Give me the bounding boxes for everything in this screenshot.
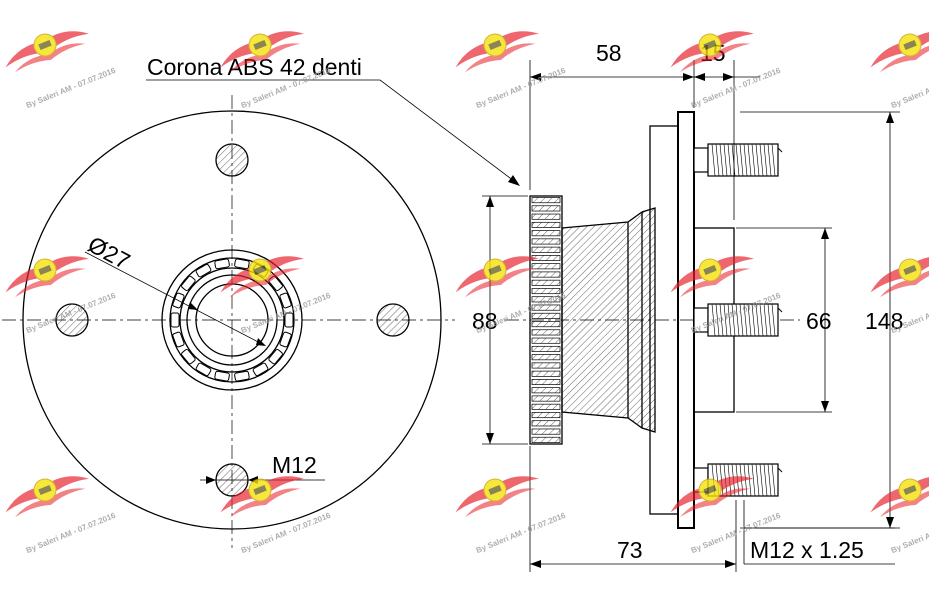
bearing-roller bbox=[172, 331, 185, 348]
abs-tooth bbox=[531, 420, 561, 427]
watermark-text: By Saleri AM - 07.07.2016 bbox=[25, 66, 118, 110]
watermark-logo: By Saleri AM - 07.07.2016 bbox=[448, 462, 568, 555]
dim-73: 73 bbox=[529, 446, 737, 572]
abs-tooth bbox=[531, 296, 561, 303]
abs-tooth bbox=[531, 271, 561, 278]
bore-diameter-label: Ø27 bbox=[84, 231, 135, 274]
abs-tooth bbox=[531, 412, 561, 419]
bearing-cage-outer bbox=[169, 257, 295, 383]
abs-tooth bbox=[531, 345, 561, 352]
dim-58: 58 bbox=[529, 40, 695, 190]
bearing-roller bbox=[279, 331, 292, 348]
stud-holes bbox=[55, 143, 410, 497]
bearing-roller bbox=[181, 349, 196, 365]
dim-66: 66 bbox=[736, 227, 832, 413]
abs-tooth bbox=[531, 288, 561, 295]
hub-collar bbox=[186, 274, 278, 366]
bearing-roller bbox=[195, 362, 212, 377]
front-view: Ø27 M12 bbox=[2, 95, 455, 548]
dim-73-label: 73 bbox=[617, 537, 643, 563]
abs-tooth bbox=[531, 428, 561, 435]
bearing-roller bbox=[214, 258, 230, 270]
dim-58-label: 58 bbox=[596, 40, 622, 66]
wheel-stud bbox=[693, 303, 783, 337]
dim-88-label: 88 bbox=[472, 308, 498, 334]
watermark-text: By Saleri AM - 07.07.2016 bbox=[890, 511, 929, 555]
bearing-roller bbox=[181, 275, 196, 291]
dim-88: 88 bbox=[472, 195, 528, 445]
abs-tooth bbox=[531, 205, 561, 212]
abs-tooth bbox=[531, 312, 561, 319]
wheel-stud bbox=[693, 143, 783, 177]
bearing-roller bbox=[195, 263, 212, 278]
watermark-text: By Saleri AM - 07.07.2016 bbox=[475, 66, 568, 110]
bore-diameter-leader bbox=[84, 251, 263, 345]
bearing-roller bbox=[284, 312, 294, 328]
bearing-roller bbox=[252, 362, 269, 377]
abs-tooth bbox=[531, 230, 561, 237]
watermark-text: By Saleri AM - 07.07.2016 bbox=[240, 511, 333, 555]
watermark-logo: By Saleri AM - 07.07.2016 bbox=[863, 462, 929, 555]
abs-tooth bbox=[531, 246, 561, 253]
thread-spec-callout: M12 x 1.25 bbox=[743, 500, 895, 565]
watermark-text: By Saleri AM - 07.07.2016 bbox=[890, 66, 929, 110]
dim-148-label: 148 bbox=[865, 308, 903, 334]
abs-tooth bbox=[531, 403, 561, 410]
abs-tooth bbox=[531, 279, 561, 286]
stud-hole-top bbox=[215, 143, 249, 177]
dim-148: 148 bbox=[740, 111, 903, 529]
bearing-roller bbox=[234, 258, 250, 270]
watermark-text: By Saleri AM - 07.07.2016 bbox=[475, 511, 568, 555]
bolt-thread-label: M12 bbox=[272, 452, 317, 478]
bearing-cage-inner bbox=[179, 267, 285, 373]
hub-body bbox=[561, 207, 656, 433]
watermark-text: By Saleri AM - 07.07.2016 bbox=[690, 66, 783, 110]
bearing-rollers bbox=[170, 258, 294, 382]
dim-66-label: 66 bbox=[806, 308, 832, 334]
abs-tooth bbox=[531, 321, 561, 328]
stud-hole-right bbox=[376, 303, 410, 337]
abs-tooth bbox=[531, 197, 561, 204]
abs-tooth bbox=[531, 213, 561, 220]
thread-spec-label: M12 x 1.25 bbox=[750, 537, 864, 563]
wheel-studs bbox=[693, 143, 783, 497]
bearing-roller bbox=[279, 292, 292, 309]
abs-tooth bbox=[531, 379, 561, 385]
abs-tooth bbox=[531, 362, 561, 369]
watermark-logo: By Saleri AM - 07.07.2016 bbox=[0, 462, 118, 555]
bearing-roller bbox=[170, 312, 180, 328]
watermark-logo: By Saleri AM - 07.07.2016 bbox=[863, 17, 929, 110]
abs-tooth bbox=[531, 304, 561, 311]
bearing-outer-race bbox=[161, 249, 303, 391]
bearing bbox=[161, 249, 303, 391]
abs-tooth bbox=[531, 354, 561, 361]
abs-tooth bbox=[531, 436, 561, 443]
abs-tooth bbox=[531, 263, 561, 270]
bearing-roller bbox=[214, 370, 230, 382]
stud-hole-left bbox=[55, 303, 89, 337]
watermarks: By Saleri AM - 07.07.2016 By Saleri AM - … bbox=[0, 17, 929, 555]
bearing-roller bbox=[268, 349, 283, 365]
watermark-text: By Saleri AM - 07.07.2016 bbox=[25, 511, 118, 555]
abs-ring-callout: Corona ABS 42 denti bbox=[146, 54, 520, 186]
abs-tooth bbox=[531, 395, 561, 402]
abs-tooth bbox=[531, 238, 561, 245]
abs-tooth bbox=[531, 387, 561, 394]
watermark-logo: By Saleri AM - 07.07.2016 bbox=[0, 17, 118, 110]
watermark-logo: By Saleri AM - 07.07.2016 bbox=[448, 17, 568, 110]
abs-tooth bbox=[531, 329, 561, 336]
abs-tooth bbox=[531, 370, 561, 377]
abs-tooth bbox=[531, 221, 561, 228]
bearing-roller bbox=[234, 370, 250, 382]
side-view: 58 15 88 66 bbox=[146, 40, 903, 572]
abs-tooth bbox=[531, 337, 561, 344]
dim-15: 15 bbox=[694, 40, 760, 220]
